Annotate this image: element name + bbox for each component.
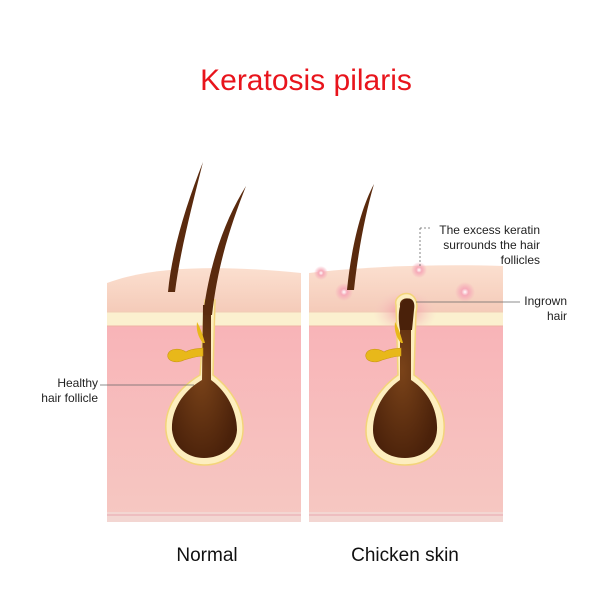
subcutis-strip-left bbox=[107, 512, 301, 522]
sebaceous-gland-left bbox=[167, 347, 204, 363]
keratin-label-line1: The excess keratin bbox=[439, 223, 540, 237]
ingrown-label-line1: Ingrown bbox=[524, 294, 567, 308]
hair-bulb-right bbox=[373, 298, 438, 458]
keratin-bump-3 bbox=[411, 262, 427, 278]
ingrown-hair-shaft bbox=[398, 298, 415, 330]
sebaceous-gland-right bbox=[365, 347, 402, 363]
healthy-label-line1: Healthy bbox=[57, 376, 98, 390]
panel-divider bbox=[301, 262, 309, 526]
keratin-bump-4 bbox=[455, 282, 475, 302]
caption-normal: Normal bbox=[176, 545, 237, 566]
healthy-label-line2: hair follicle bbox=[41, 391, 98, 405]
chicken-skin-panel bbox=[309, 184, 503, 522]
ingrown-label-line2: hair bbox=[547, 309, 567, 323]
keratin-label-line2: surrounds the hair bbox=[443, 238, 540, 252]
hair-bulb-left bbox=[171, 305, 237, 458]
callout-healthy-follicle: Healthy hair follicle bbox=[41, 376, 194, 405]
hair-shaft-left-2 bbox=[203, 186, 246, 315]
keratin-label-line3: follicles bbox=[501, 253, 540, 267]
hair-shaft-right-1 bbox=[347, 184, 374, 290]
keratin-bump-1 bbox=[314, 266, 328, 280]
normal-skin-panel bbox=[107, 162, 301, 522]
hair-shaft-left-1 bbox=[168, 162, 203, 292]
diagram-title: Keratosis pilaris bbox=[200, 64, 412, 97]
callout-ingrown-hair: Ingrown hair bbox=[416, 294, 567, 323]
caption-chicken-skin: Chicken skin bbox=[351, 545, 459, 566]
callout-excess-keratin: The excess keratin surrounds the hair fo… bbox=[419, 223, 540, 267]
epidermis-layer-left bbox=[107, 268, 301, 316]
subcutis-strip-right bbox=[309, 512, 503, 522]
